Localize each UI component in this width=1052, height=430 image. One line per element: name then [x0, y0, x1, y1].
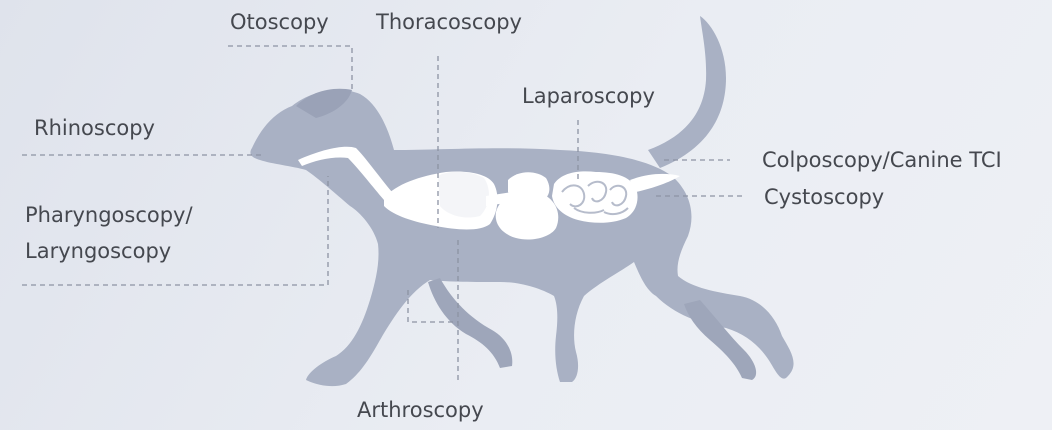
otoscopy-label: Otoscopy [230, 12, 329, 33]
pharyngoscopy-label-line1: Pharyngoscopy/ [25, 205, 193, 226]
pharyngoscopy-leader [22, 176, 328, 285]
cystoscopy-label: Cystoscopy [764, 187, 884, 208]
pharyngoscopy-label-line2: Laryngoscopy [25, 241, 171, 262]
otoscopy-leader [228, 46, 352, 92]
thoracoscopy-label: Thoracoscopy [376, 12, 522, 33]
laparoscopy-label: Laparoscopy [522, 86, 655, 107]
rhinoscopy-label: Rhinoscopy [34, 118, 155, 139]
arthroscopy-label: Arthroscopy [357, 400, 484, 421]
heart [438, 172, 489, 218]
colposcopy-label: Colposcopy/Canine TCI [762, 150, 1002, 171]
